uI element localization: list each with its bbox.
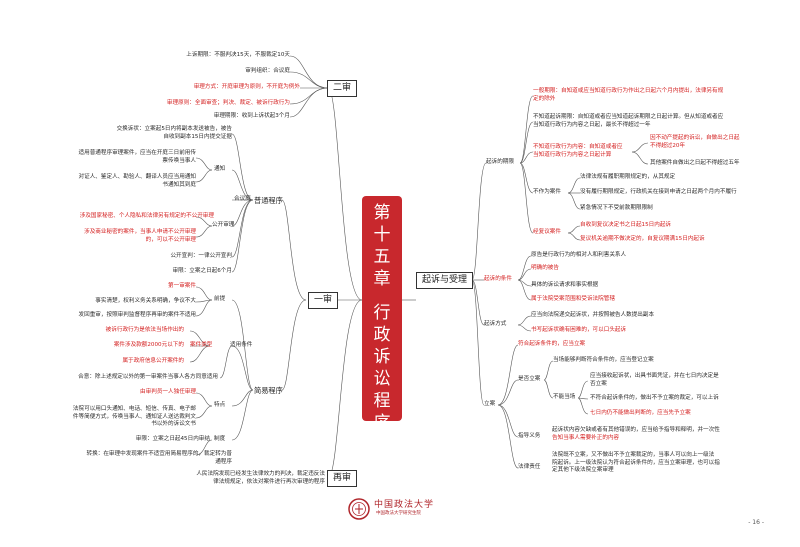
- tiaojian-item: 明确的被告: [531, 265, 559, 271]
- jingfuyi-2: 复议机关逾期不做决定的，自复议期满15日内起诉: [580, 236, 705, 242]
- lian-shifou-label: 是否立案: [518, 376, 541, 382]
- jingfuyi-label: 经复议案件: [533, 229, 561, 235]
- lian-label: 立案: [484, 401, 496, 407]
- jianyi-tedian-1: 由审判员一人独任审理: [140, 389, 196, 395]
- qisu-fangshi-label: 起诉方式: [484, 321, 507, 327]
- jianyi-anjian-1: 被诉行政行为是依法当场作出的: [105, 327, 184, 333]
- lian-fuhe: 符合起诉条件的，应当立案: [518, 341, 586, 347]
- fangshi-item: 应当向法院递交起诉状，并按照被告人数提出副本: [531, 312, 655, 318]
- jianyi-anjian-2: 案件涉及款额2000元以下的: [113, 342, 184, 348]
- ershen-item: 上诉期限：不服判决15天，不服裁定10天: [186, 52, 290, 58]
- lian-buneng-label: 不能当场: [553, 394, 576, 400]
- node-zaishen: 再审: [327, 470, 358, 487]
- buzuowei-1: 法律法规有履职期限规定的，从其规定: [580, 174, 676, 180]
- jianyi-anjian-label: 案件类型: [190, 342, 213, 348]
- logo-subtext: 中国政法大学研究生院: [376, 511, 421, 516]
- lian-falv-label: 法律责任: [518, 464, 541, 470]
- node-qisu-shouli: 起诉与受理: [416, 272, 474, 289]
- ershen-item: 审理方式：开庭审理为原则，不开庭为例外: [193, 84, 300, 90]
- putong-tongzhi-1: 适用普通程序审理案件，应当在开庭三日前用传 票传唤当事人: [78, 150, 196, 164]
- jianyi-zhuanhuan: 转换：在审理中发现案件不适宜用简易程序的，裁定转为普 通程序: [86, 451, 232, 465]
- tiaojian-item: 原告是行政行为的相对人和利害关系人: [531, 252, 627, 258]
- jianyi-zhidu-label: 制度: [214, 436, 226, 442]
- buzuowei-3: 紧急情况下不受前款期限限制: [580, 205, 653, 211]
- qixian-buzhidao: 不知道起诉期限：自知道或者应当知道起诉期限之日起计算。但从知道或者应 当知道行政…: [533, 114, 724, 128]
- jianyi-anjian-3: 属于政府信息公开案件的: [122, 358, 184, 364]
- zaishen-text: 人民法院发现已经发生法律效力的判决，裁定违反法 律法规规定，依法对案件进行再次审…: [196, 471, 325, 485]
- lian-buneng-2: 不符合起诉条件的，做出不予立案的裁定，可以上诉: [590, 395, 719, 401]
- jianyi-shiyong-label: 适用条件: [230, 342, 253, 348]
- tiaojian-item: 具体的诉讼请求和事实根据: [531, 282, 599, 288]
- lian-zhidao: 起诉状内容欠缺或者有其他错误的，应当给予指导和释明，并一次性 告知当事人需要补正…: [552, 427, 720, 441]
- lian-buneng-1: 应当接收起诉状，出具书面凭证，并在七日内决定是 否立案: [590, 373, 719, 387]
- putong-heyiting: 合议庭: [234, 196, 251, 202]
- jianyi-qianti-2: 事实清楚，权利义务关系明确，争议不大: [95, 298, 196, 304]
- page-number: - 16 -: [748, 519, 764, 526]
- qisu-qixian-label: 起诉的期限: [486, 159, 514, 165]
- jianyi-shenxian: 审限：立案之日起45日内审结: [135, 436, 210, 442]
- university-logo: 中国政法大学 中国政法大学研究生院: [348, 497, 458, 521]
- putong-tongzhi-2: 对证人、鉴定人、勘验人、翻译人员应当用通知 书通知其到庭: [78, 174, 196, 188]
- node-putong: 普通程序: [254, 196, 283, 205]
- node-yishen: 一审: [308, 292, 339, 309]
- qixian-buzhi-neirong: 不知道行政行为内容：自知道或者应 当知道行政行为内容之日起计算: [533, 144, 623, 158]
- lian-zhidao-label: 指导义务: [518, 433, 541, 439]
- jianyi-tedian-label: 特点: [214, 402, 226, 408]
- putong-xuanpan: 公开宣判：一律公开宣判: [170, 253, 232, 259]
- ershen-item: 审理原则：全面审查；判决、裁定、被诉行政行为: [166, 100, 290, 106]
- seal-icon: [348, 498, 370, 520]
- jingfuyi-1: 自收到复议决定书之日起15日内起诉: [580, 222, 672, 228]
- qixian-yiban: 一般期限：自知道或应当知道行政行为作出之日起六个月内提出，法律另有规 定的除外: [533, 88, 724, 102]
- ershen-item: 审判组织：合议庭: [245, 68, 290, 74]
- jianyi-qianti-1: 第一审案件: [168, 283, 196, 289]
- tiaojian-item: 属于法院受案范围和受诉法院管辖: [531, 296, 615, 302]
- lian-buneng-3: 七日内仍不能做出判断的，应当先予立案: [590, 410, 691, 416]
- jianyi-heyi: 合意：除上述规定以外的第一审案件当事人各方同意适用: [78, 374, 218, 380]
- lian-dangchang: 当场能够判断符合条件的，应当登记立案: [553, 357, 654, 363]
- qisu-tiaojian-label: 起诉的条件: [484, 276, 512, 282]
- lian-falv: 法院既不立案，又不做出不予立案裁定的，当事人可以向上一级法 院起诉。上一级法院认…: [552, 452, 720, 474]
- putong-gongkai-2: 涉及商业秘密的案件，当事人申请不公开审理 的，可以不公开审理: [84, 229, 196, 243]
- putong-shenxian: 审限：立案之日起6个月: [172, 268, 233, 274]
- jianyi-qianti-3: 发回重审，按照审判监督程序再审的案件不适用: [78, 312, 196, 318]
- qixian-qita: 其他案件自做出之日起不得超过五年: [650, 160, 740, 166]
- buzuowei-2: 没有履行期限规定，行政机关在接到申请之日起两个月内不履行: [580, 189, 737, 195]
- buzuowei-label: 不作为案件: [533, 189, 561, 195]
- putong-tongzhi-label: 通知: [214, 166, 226, 172]
- chapter-title: 第 十 五 章 行 政 诉 讼 程 序: [362, 196, 402, 433]
- jianyi-tedian-2: 法院可以用口头通知、电话、短信、传真、电子邮 件等简便方式，传唤当事人、通知证人…: [72, 406, 196, 428]
- fangshi-item: 书写起诉状确有困难的，可以口头起诉: [531, 327, 627, 333]
- putong-gongkai-label: 公开审理: [212, 222, 235, 228]
- putong-jiaohuan: 交换诉状：立案起5日内将副本发送被告，被告 自收到副本15日内提交证据: [116, 126, 232, 140]
- ershen-item: 审理期限：收到上诉状起3个月: [213, 113, 290, 119]
- jianyi-qianti-label: 前提: [214, 296, 226, 302]
- logo-text: 中国政法大学: [374, 500, 435, 510]
- putong-gongkai-1: 涉及国家秘密、个人隐私和法律另有规定的不公开审理: [79, 213, 214, 219]
- node-ershen: 二审: [327, 80, 358, 97]
- qixian-budongchan: 因不动产提起的诉讼，自做出之日起 不得超过20年: [650, 135, 740, 149]
- node-jianyi: 简易程序: [254, 386, 283, 395]
